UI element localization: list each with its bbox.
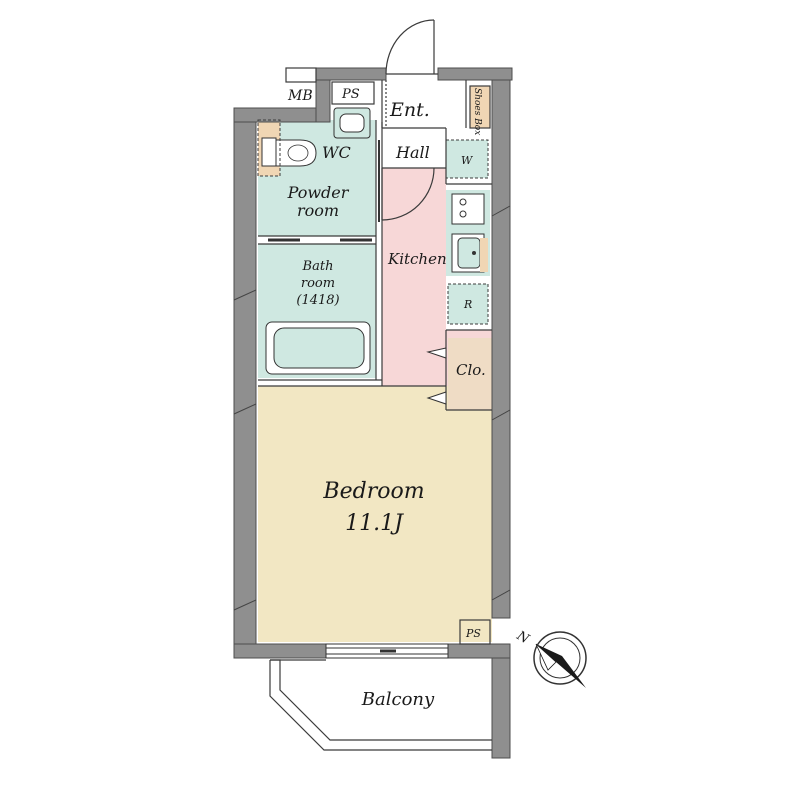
mb-label: MB (287, 88, 313, 104)
hall-door (381, 167, 435, 221)
bedroom-label: Bedroom (322, 479, 424, 504)
washer-label: W (461, 154, 474, 167)
ps-top-box (331, 81, 375, 105)
mb-box (285, 67, 317, 83)
hall-label: Hall (395, 143, 430, 162)
wc-storage-outline (257, 119, 281, 177)
ps-top-label: PS (341, 87, 360, 102)
balcony-label: Balcony (361, 689, 435, 710)
wall-ticks (233, 205, 511, 611)
kitchen-floor (382, 168, 492, 386)
shoes-box-floor (470, 86, 490, 128)
entrance-door (385, 19, 438, 128)
bedroom-floor (258, 386, 492, 642)
wall-balcony-post (491, 657, 511, 759)
refrigerator-label: R (463, 298, 472, 311)
kitchen-label: Kitchen (387, 250, 447, 268)
powder-room-label-2: room (297, 201, 339, 220)
closet-label: Clo. (456, 361, 486, 379)
kitchen-sink (451, 233, 488, 273)
ps-bottom-label: PS (465, 627, 481, 640)
wall-top-right (437, 67, 513, 81)
entrance-label: Ent. (389, 99, 430, 121)
refrigerator-outline (447, 283, 489, 325)
refrigerator-space (448, 284, 488, 324)
north-compass: N (513, 628, 587, 688)
ps-bottom-box (459, 619, 491, 645)
balcony-outline-inner (269, 660, 492, 751)
north-label: N (513, 628, 532, 647)
shoes-box (469, 85, 491, 129)
wall-top-middle (315, 67, 387, 81)
bath-room-label-2: room (301, 276, 335, 291)
powder-room-label-1: Powder (287, 183, 350, 202)
bathtub (265, 321, 371, 375)
washer-outline (445, 139, 489, 179)
wall-left (233, 109, 257, 657)
wall-bottom-right (447, 643, 511, 659)
bath-room-label-3: (1418) (296, 293, 339, 308)
shoes-box-label: Shoes Box (472, 88, 482, 135)
wash-basin (333, 107, 371, 139)
wall-bottom-left (233, 643, 327, 659)
bedroom-size-label: 11.1J (345, 511, 404, 536)
balcony-window (325, 643, 449, 659)
partitions (258, 80, 492, 411)
stove (451, 193, 485, 225)
toilet-fixture (261, 137, 317, 167)
wc-label: WC (322, 143, 351, 162)
washer-space (446, 140, 488, 178)
closet-floor (448, 338, 492, 410)
bath-room-label-1: Bath (302, 259, 334, 274)
closet-door-arrows (426, 347, 447, 405)
wall-right (491, 67, 511, 619)
